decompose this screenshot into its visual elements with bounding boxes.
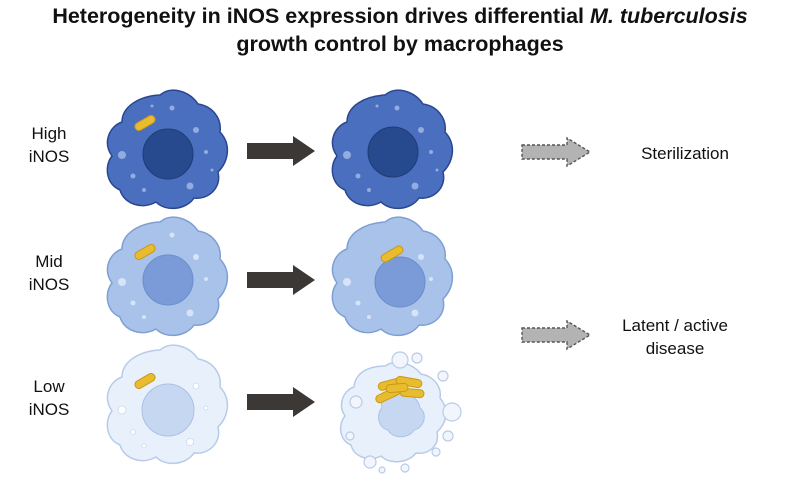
dashed-arrow-right-icon bbox=[521, 136, 592, 168]
title-line1: Heterogeneity in iNOS expression drives … bbox=[52, 4, 748, 28]
arrow-right-icon bbox=[247, 265, 315, 295]
macrophage-nucleus bbox=[141, 383, 195, 437]
mycobacterium bbox=[134, 115, 156, 131]
diagram-title: Heterogeneity in iNOS expression drives … bbox=[0, 2, 800, 58]
macrophage-nucleus bbox=[374, 256, 426, 308]
macrophage-low-inos-initial bbox=[106, 344, 229, 465]
macrophage-mid-inos-initial bbox=[106, 216, 229, 337]
arrow-right-icon bbox=[247, 387, 315, 417]
macrophage-nucleus bbox=[142, 128, 194, 180]
macrophage-low-inos-lysed bbox=[339, 351, 462, 474]
arrow-right-icon bbox=[247, 136, 315, 166]
macrophage-nucleus-fragmented bbox=[378, 391, 425, 438]
macrophage-mid-inos-after bbox=[331, 216, 454, 337]
outcome-sterilization: Sterilization bbox=[641, 144, 729, 163]
title-line2: growth control by macrophages bbox=[236, 32, 564, 56]
mycobacterium bbox=[134, 244, 156, 260]
title-italic-organism: M. tuberculosis bbox=[589, 4, 748, 28]
macrophage-nucleus bbox=[142, 254, 194, 306]
dashed-arrow-right-icon bbox=[521, 319, 592, 351]
macrophage-high-inos-after bbox=[331, 89, 454, 210]
macrophage-nucleus bbox=[367, 126, 419, 178]
mycobacterium bbox=[380, 245, 404, 263]
mycobacteria-cluster bbox=[375, 375, 425, 404]
mycobacterium bbox=[134, 373, 156, 389]
membrane-blebs bbox=[345, 351, 462, 474]
macrophage-high-inos-initial bbox=[106, 89, 229, 210]
